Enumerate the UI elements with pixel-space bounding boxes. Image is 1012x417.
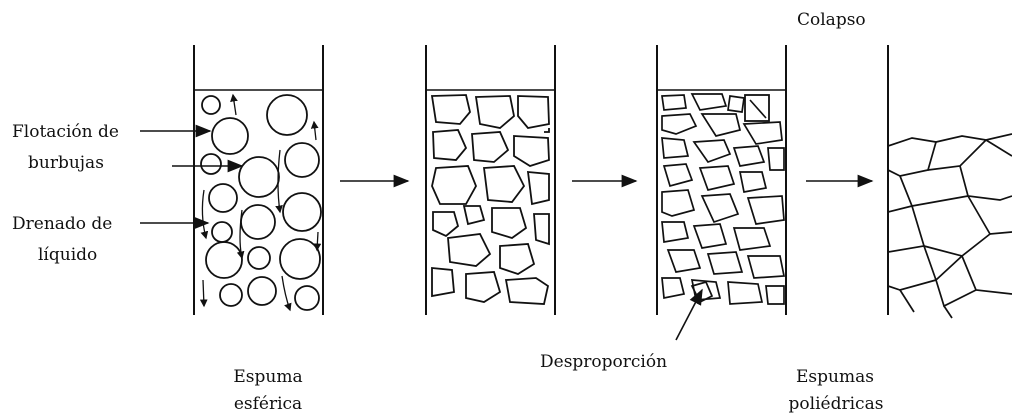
column-deformed-foam (426, 45, 555, 315)
column-polyhedral-foam (888, 45, 1012, 318)
polyhedral-network (888, 134, 1012, 318)
column-disproportionation (657, 45, 786, 315)
polyhedral-cells (662, 94, 784, 304)
column-spherical-foam (194, 45, 323, 315)
spherical-bubbles (201, 95, 321, 310)
collapse-inner-mark (750, 100, 766, 118)
desproporcion-pointer-arrow (676, 290, 702, 340)
deformed-bubbles (432, 95, 549, 304)
